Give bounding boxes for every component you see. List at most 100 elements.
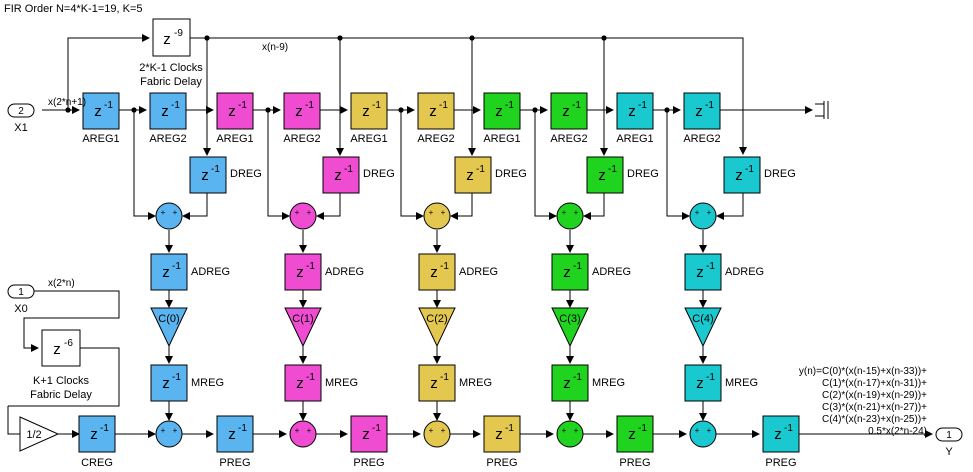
- dreg-block-yellow-exponent: -1: [476, 164, 485, 175]
- adreg-block-magenta: z-1: [284, 253, 322, 291]
- signal-label-x1: x(2*n+1): [48, 97, 86, 108]
- dreg-block-cyan: z-1: [723, 156, 761, 194]
- adreg-block-blue-z: z: [162, 264, 170, 281]
- areg1-label: AREG1: [82, 133, 119, 145]
- adreg-block-cyan-body: [684, 253, 722, 291]
- mreg-label: MREG: [725, 377, 758, 389]
- mreg-block-yellow-exponent: -1: [440, 372, 449, 383]
- areg1-label: AREG1: [350, 133, 387, 145]
- mreg-block-yellow-z: z: [430, 375, 438, 392]
- adreg-block-magenta-exponent: -1: [306, 261, 315, 272]
- preadder-cyan-body: [689, 202, 717, 230]
- areg2-label: AREG2: [417, 133, 454, 145]
- adreg-block-yellow-exponent: -1: [440, 261, 449, 272]
- mreg-block-blue-z: z: [162, 375, 170, 392]
- postadder-cyan: ++: [689, 420, 717, 448]
- preadder-blue-plus: +: [173, 208, 178, 217]
- mreg-label: MREG: [191, 377, 224, 389]
- gain-block: [19, 416, 60, 452]
- dreg-block-yellow-body: [454, 156, 492, 194]
- preg-block-blue: z-1: [216, 415, 254, 453]
- junction-dot: [337, 35, 343, 41]
- coefficient-green-body: [551, 307, 589, 348]
- areg1-block-cyan-body: [616, 92, 654, 130]
- areg1-block-magenta: z-1: [216, 92, 254, 130]
- adreg-block-yellow-body: [418, 253, 456, 291]
- preadder-yellow-plus: +: [441, 208, 446, 217]
- output-port-y: 1Y: [935, 427, 963, 458]
- fabric-delay-6-z: z: [53, 341, 61, 358]
- preadder-magenta-body: [289, 202, 317, 230]
- coefficient-blue-label: C(0): [158, 313, 179, 325]
- dreg-block-cyan-z: z: [735, 167, 743, 184]
- preg-block-cyan-body: [762, 415, 800, 453]
- areg1-block-yellow: z-1: [350, 92, 388, 130]
- dreg-block-blue-body: [189, 156, 227, 194]
- areg2-block-cyan-z: z: [695, 103, 703, 120]
- equation-line: 0.5*x(2*n-24): [868, 426, 927, 437]
- preadder-magenta-plus: +: [307, 208, 312, 217]
- fabric9-caption: Fabric Delay: [140, 76, 202, 88]
- adreg-block-blue-body: [150, 253, 188, 291]
- areg1-label: AREG1: [616, 133, 653, 145]
- adreg-block-magenta-z: z: [296, 264, 304, 281]
- creg-block-body: [78, 415, 116, 453]
- equation-line: y(n)=C(0)*(x(n-15)+x(n-33))+: [799, 366, 927, 377]
- preg-block-yellow-z: z: [495, 426, 503, 443]
- areg2-block-cyan-body: [683, 92, 721, 130]
- preadder-magenta: ++: [289, 202, 317, 230]
- preadder-green-plus: +: [562, 208, 567, 217]
- fabric9-in: [67, 34, 150, 110]
- adreg-block-blue-exponent: -1: [172, 261, 181, 272]
- junction-dot: [601, 35, 607, 41]
- areg2-block-yellow: z-1: [417, 92, 455, 130]
- preg-block-magenta: z-1: [350, 415, 388, 453]
- mreg-label: MREG: [459, 377, 492, 389]
- postadder-magenta-plus: +: [307, 426, 312, 435]
- mreg-block-magenta-exponent: -1: [306, 372, 315, 383]
- preg-block-green-z: z: [628, 426, 636, 443]
- preg-block-green-body: [616, 415, 654, 453]
- adreg-block-yellow-z: z: [430, 264, 438, 281]
- postadder-green-body: [556, 420, 584, 448]
- creg-block-z: z: [90, 426, 98, 443]
- dreg-label: DREG: [230, 168, 262, 180]
- dreg-block-magenta-body: [322, 156, 360, 194]
- postadder-yellow-plus: +: [441, 426, 446, 435]
- junction-dot: [65, 107, 71, 113]
- mreg-block-yellow: z-1: [418, 364, 456, 402]
- mreg-block-blue-body: [150, 364, 188, 402]
- junction-dot: [469, 35, 475, 41]
- creg-block: z-1: [78, 415, 116, 453]
- signal-wires: [7, 34, 933, 438]
- postadder-green-plus: +: [574, 426, 579, 435]
- areg2-block-blue-exponent: -1: [171, 100, 180, 111]
- areg2-block-blue-body: [149, 92, 187, 130]
- coefficient-green-label: C(3): [559, 313, 580, 325]
- postadder-yellow-plus: +: [429, 426, 434, 435]
- gain-in-fold: [7, 406, 20, 435]
- postadder-yellow: ++: [423, 420, 451, 448]
- dreg-block-green: z-1: [586, 156, 624, 194]
- coefficient-magenta-label: C(1): [292, 313, 313, 325]
- mreg-block-green: z-1: [551, 364, 589, 402]
- areg2-block-blue: z-1: [149, 92, 187, 130]
- input-port-x0-number: 1: [18, 287, 24, 298]
- preg-block-green: z-1: [616, 415, 654, 453]
- fabric6-caption: K+1 Clocks: [33, 375, 89, 387]
- mreg-block-green-body: [551, 364, 589, 402]
- areg2-block-green-body: [550, 92, 588, 130]
- areg1-block-blue-exponent: -1: [104, 100, 113, 111]
- dreg-block-yellow: z-1: [454, 156, 492, 194]
- coefficient-blue-body: [150, 307, 188, 348]
- preadd-d-input: [450, 193, 473, 220]
- fabric6-out: [8, 347, 120, 407]
- fabric6-caption: Fabric Delay: [30, 389, 92, 401]
- preadder-blue-plus: +: [161, 208, 166, 217]
- preg-label: PREG: [219, 457, 250, 469]
- areg1-block-yellow-exponent: -1: [372, 100, 381, 111]
- equation-line: C(3)*(x(n-21)+x(n-27))+: [822, 402, 927, 413]
- areg2-block-blue-z: z: [161, 103, 169, 120]
